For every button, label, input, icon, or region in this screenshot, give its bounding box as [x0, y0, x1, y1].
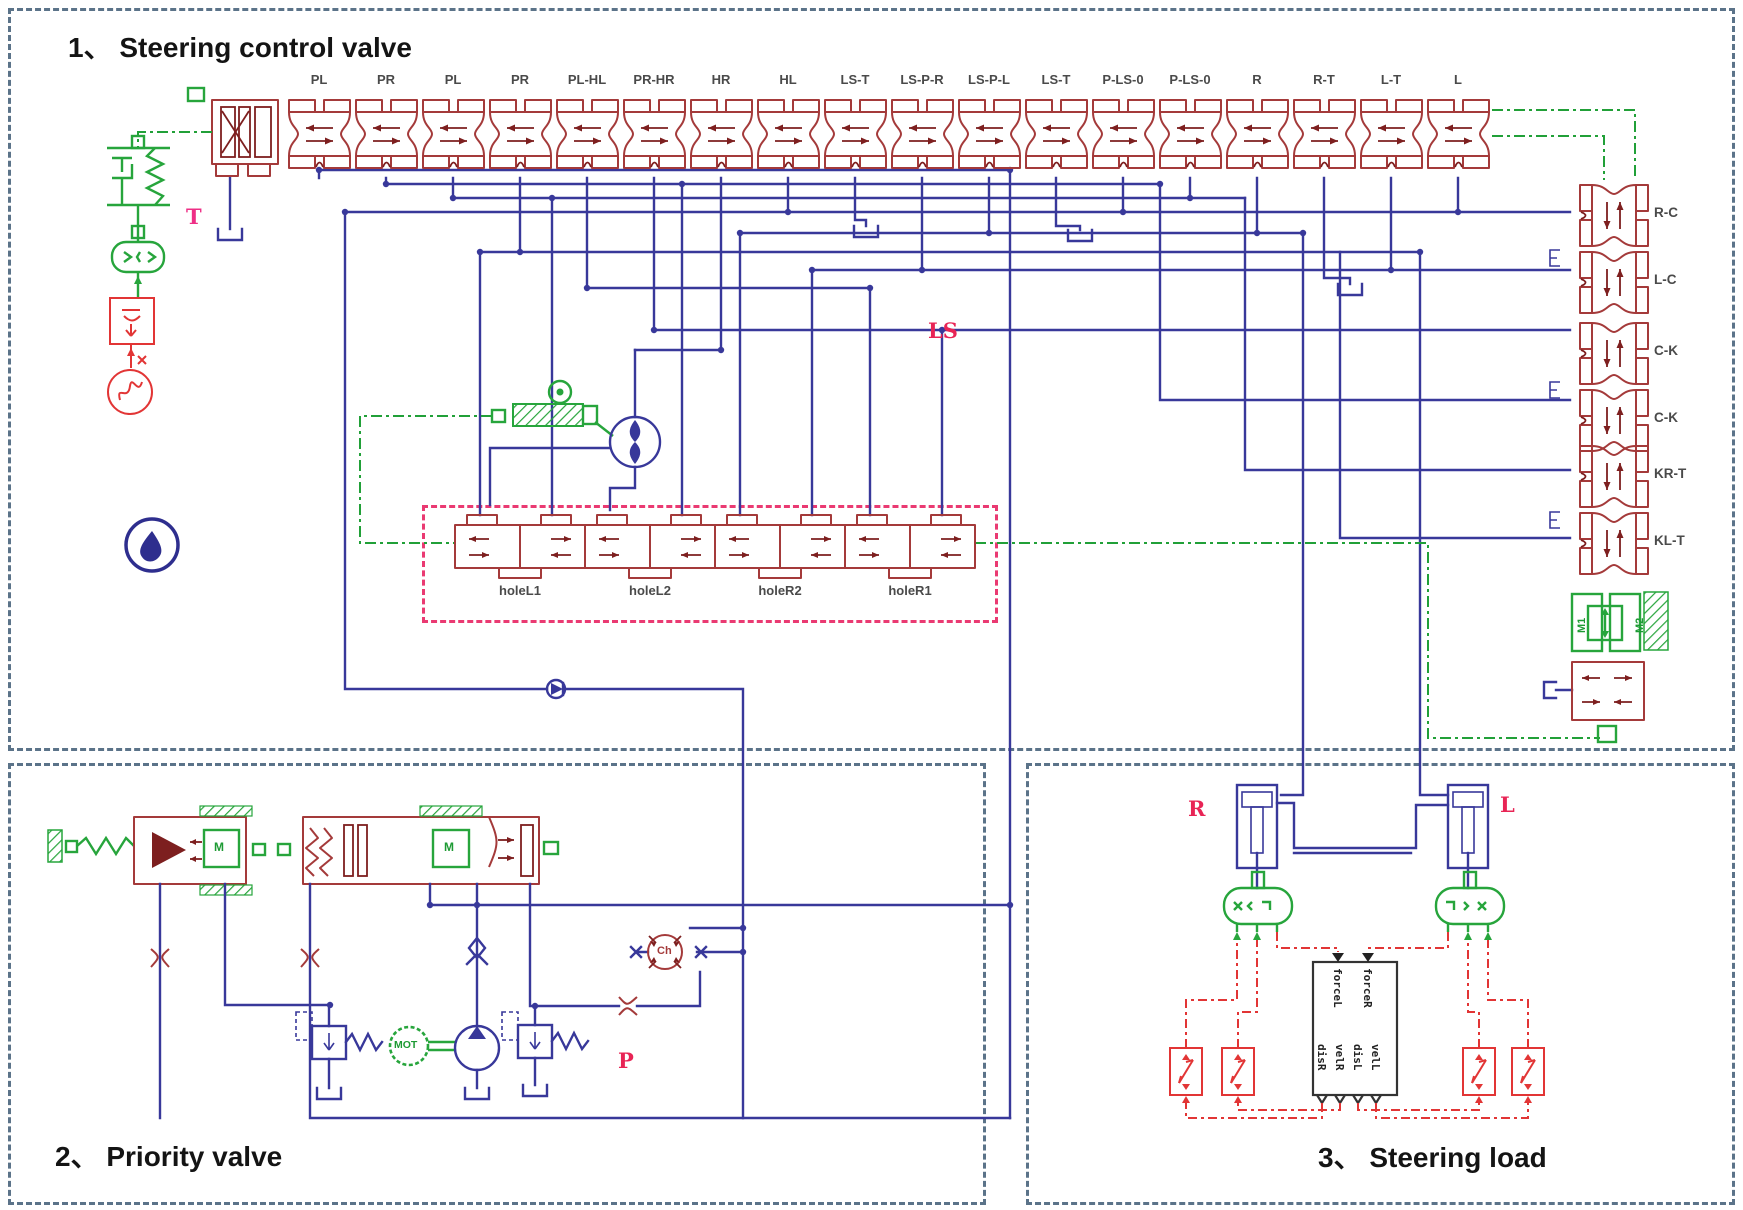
valve-label: L-C — [1654, 272, 1677, 287]
ls-orifice-box — [422, 505, 998, 623]
m2-label: M2 — [1634, 617, 1646, 633]
valve-label: PL-HL — [567, 72, 607, 87]
load-label-right: R — [1188, 796, 1206, 821]
section-steering-control-valve — [8, 8, 1735, 751]
valve-label: L — [1454, 72, 1462, 87]
load-output-label: velL — [1369, 1044, 1382, 1071]
mass-label: M — [214, 840, 224, 854]
chamber-ch[interactable] — [647, 934, 683, 970]
valve-label: LS-P-L — [968, 72, 1010, 87]
ls-label: LS — [928, 318, 958, 343]
valve-label: PR-HR — [633, 72, 675, 87]
load-output-label: velR — [1333, 1044, 1346, 1071]
port-label-pump: P — [618, 1048, 634, 1073]
mass-label: M — [444, 840, 454, 854]
signal-source[interactable] — [107, 369, 153, 415]
valve-label: HR — [711, 72, 731, 87]
steer-signal-line — [137, 131, 212, 148]
check-valve[interactable] — [545, 678, 567, 700]
valve-label: KL-T — [1654, 533, 1685, 548]
valve-label: LS-T — [840, 72, 870, 87]
valve-label: PR — [376, 72, 396, 87]
load-output-label: disL — [1351, 1044, 1364, 1071]
spring-damper[interactable] — [107, 134, 170, 242]
valve-label: R-T — [1313, 72, 1335, 87]
chamber-label: Ch — [657, 945, 672, 957]
signal-shaper-block[interactable] — [109, 297, 155, 368]
load-function-block[interactable] — [1311, 953, 1399, 1106]
mass-converter-right[interactable] — [1222, 870, 1294, 932]
valve-label: R-C — [1654, 205, 1678, 220]
section-steering-load — [1026, 763, 1735, 1205]
port-label-tank: T — [186, 204, 202, 229]
cylinder-right[interactable] — [1235, 783, 1279, 870]
hole-label: holeR2 — [758, 583, 802, 598]
valve-label: HL — [779, 72, 797, 87]
valve-label: R — [1252, 72, 1262, 87]
pilot-signal-lines — [359, 109, 1636, 739]
priority-valve-piping — [150, 882, 1012, 1120]
tanks-priority[interactable] — [315, 1083, 549, 1101]
metering-unit[interactable] — [608, 415, 662, 469]
valve-label: P-LS-0 — [1102, 72, 1144, 87]
motor-mot[interactable] — [388, 1025, 455, 1067]
cylinder-left[interactable] — [1446, 783, 1490, 870]
steering-unit-valve[interactable] — [1571, 661, 1645, 744]
steering-column[interactable] — [490, 379, 614, 437]
load-input-label: forceL — [1331, 968, 1344, 1008]
valve-label: C-K — [1654, 343, 1678, 358]
valve-label: PL — [310, 72, 328, 87]
valve-label: PL — [444, 72, 462, 87]
rotary-converter[interactable] — [110, 240, 166, 298]
fluid-properties-icon[interactable] — [124, 517, 180, 573]
mass-converter-left[interactable] — [1434, 870, 1506, 932]
valve-label: P-LS-0 — [1169, 72, 1211, 87]
valve-label: LS-T — [1041, 72, 1071, 87]
relief-valve-left[interactable] — [295, 1011, 384, 1061]
hole-label: holeR1 — [888, 583, 932, 598]
valve-label: KR-T — [1654, 466, 1687, 481]
hole-label: holeL1 — [499, 583, 541, 598]
relief-valve-right[interactable] — [501, 1011, 590, 1060]
ls-hole-block[interactable] — [454, 514, 976, 579]
load-signal-lines — [1182, 932, 1532, 1119]
section-priority-valve — [8, 763, 986, 1205]
compensator-valve-column[interactable] — [1579, 184, 1649, 575]
m1-label: M1 — [1576, 617, 1588, 633]
junction-dots — [315, 166, 1462, 1010]
valve-label: PR — [510, 72, 530, 87]
title-steering-control-valve: 1、 Steering control valve — [68, 32, 412, 63]
valve-label: C-K — [1654, 410, 1678, 425]
tank-symbols[interactable] — [216, 224, 1364, 297]
title-priority-valve: 2、 Priority valve — [55, 1141, 283, 1172]
load-label-left: L — [1500, 792, 1515, 817]
load-input-label: forceR — [1361, 968, 1374, 1008]
steering-valve-row[interactable] — [288, 99, 1490, 169]
priority-valve-assembly[interactable] — [47, 805, 560, 896]
hydraulic-lines — [228, 168, 1574, 1120]
hole-label: holeL2 — [629, 583, 671, 598]
pump[interactable] — [453, 1024, 501, 1072]
gerotor-motor-block[interactable] — [1570, 591, 1669, 653]
motor-label: MOT — [394, 1039, 418, 1051]
title-steering-load: 3、 Steering load — [1318, 1142, 1547, 1173]
valve-label: L-T — [1380, 72, 1402, 87]
valve-label: LS-P-R — [900, 72, 944, 87]
load-output-label: disR — [1315, 1044, 1328, 1071]
